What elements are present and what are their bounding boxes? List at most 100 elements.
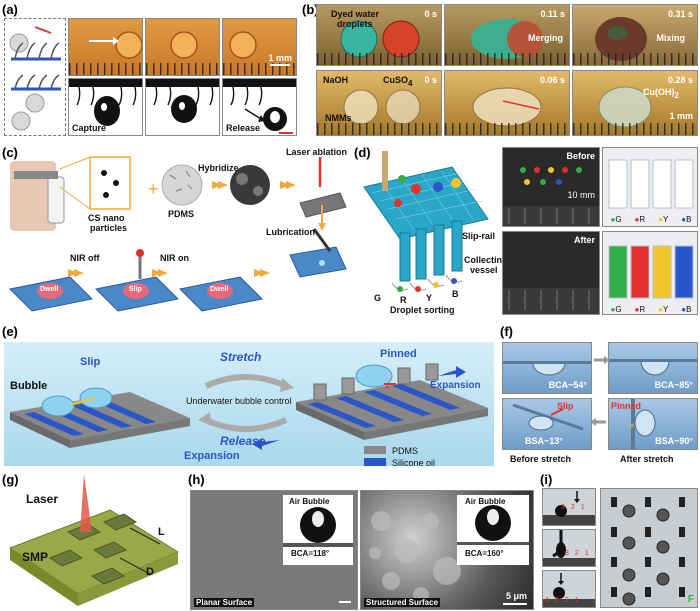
- panel-i-array: F: [600, 488, 698, 608]
- panel-c-cs1: CS nano: [88, 213, 125, 223]
- panel-c-label: (c): [2, 145, 18, 160]
- panel-b-cuoh: Cu(OH)2: [643, 87, 679, 100]
- panel-b-label: (b): [302, 2, 319, 17]
- panel-e-release: Release: [220, 434, 266, 448]
- panel-e-expansion-2: Expansion: [184, 450, 240, 462]
- panel-f: (f) BCA~54° BCA~85° Slip BSA~13° × Pinne…: [498, 322, 700, 468]
- panel-b-t5: 0.28 s: [667, 75, 693, 85]
- panel-a-schematic: [4, 18, 66, 136]
- microhair-schematic: [9, 26, 61, 131]
- panel-a: (a) 1 mm Capture Release: [0, 0, 297, 140]
- panel-h-bca2: BCA=160°: [465, 549, 504, 558]
- svg-text:+: +: [148, 179, 159, 199]
- panel-a-photo-5: [145, 78, 220, 136]
- panel-d-after: After: [573, 235, 595, 245]
- panel-h-scale-bar-2: [503, 603, 527, 605]
- panel-g-diagram: [8, 474, 180, 606]
- panel-d-r: R: [400, 295, 407, 305]
- panel-b-cuso4: CuSO4: [383, 75, 413, 88]
- panel-h: (h) Air Bubble BCA=118° Planar Surface A…: [186, 470, 536, 611]
- panel-e-stretch: Stretch: [220, 350, 262, 364]
- panel-h-planar: Air Bubble BCA=118° Planar Surface: [190, 490, 358, 610]
- panel-f-photo-4: × Pinned BSA~90°: [608, 398, 698, 450]
- panel-f-arrows: [590, 356, 610, 426]
- legend-r: ●R: [634, 305, 646, 314]
- panel-i-corner: F: [687, 594, 694, 605]
- panel-g-laser: Laser: [26, 492, 59, 506]
- panel-g-d: D: [146, 566, 154, 578]
- panel-e-pinned: Pinned: [380, 348, 417, 360]
- panel-b-photo-1: Dyed water droplets 0 s: [316, 4, 442, 66]
- panel-g-l: L: [158, 526, 165, 538]
- panel-h-scale-bar-1: [339, 601, 351, 603]
- panel-b-mixing: Mixing: [656, 33, 686, 43]
- panel-h-label: (h): [188, 472, 205, 487]
- panel-c-hybridize: Hybridize: [198, 163, 239, 173]
- svg-text:×: ×: [629, 421, 635, 432]
- panel-d-after-photo: After: [502, 231, 600, 315]
- panel-b-photo-5: 0.06 s: [444, 70, 570, 136]
- panel-c-cs2: particles: [90, 223, 128, 233]
- panel-b-t2: 0.31 s: [667, 9, 693, 19]
- panel-h-inset-1: Air Bubble BCA=118°: [283, 495, 353, 565]
- panel-i-label: (i): [540, 472, 553, 487]
- panel-f-photo-1: BCA~54°: [502, 342, 592, 394]
- panel-c-lubrication: Lubrication: [266, 227, 315, 237]
- legend-b: ●B: [681, 215, 692, 224]
- panel-e-legend-oil: Silicone oil: [392, 458, 436, 468]
- panel-c-dwell-2: Dwell: [210, 286, 229, 293]
- panel-b-t1: 0.11 s: [540, 9, 565, 19]
- panel-b-photo-4: NaOH CuSO4 0 s NMMs: [316, 70, 442, 136]
- panel-d-collecting-2: vessel: [470, 265, 498, 275]
- panel-h-inset-2: Air Bubble BCA=160°: [457, 495, 529, 565]
- panel-d-y: Y: [426, 293, 433, 303]
- panel-h-bca1: BCA=118°: [291, 549, 330, 558]
- panel-f-bsa2: BSA~90°: [655, 436, 693, 446]
- panel-c-nir-off: NIR off: [70, 253, 100, 263]
- panel-a-photo-3: 1 mm: [222, 18, 297, 76]
- panel-e: (e) × Bubble Slip Stretch Underwater bub…: [0, 322, 496, 468]
- panel-h-planar-label: Planar Surface: [194, 598, 255, 607]
- panel-b-photo-2: 0.11 s Merging: [444, 4, 570, 66]
- panel-a-release: Release: [226, 123, 261, 133]
- panel-c-diagram: +: [8, 156, 347, 312]
- legend-y: ●Y: [658, 305, 669, 314]
- panel-g-label: (g): [2, 472, 19, 487]
- panel-b-photo-3: 0.31 s Mixing: [572, 4, 698, 66]
- panel-b-merging: Merging: [528, 33, 563, 43]
- panel-a-scale-bar: [270, 64, 290, 66]
- panel-d-before: Before: [566, 151, 595, 161]
- panel-a-photo-4: Capture: [68, 78, 143, 136]
- panel-d-g: G: [374, 293, 382, 303]
- panel-a-label: (a): [2, 2, 18, 17]
- panel-e-control: Underwater bubble control: [186, 396, 292, 406]
- panel-d-b: B: [452, 289, 459, 299]
- panel-b-dyed: Dyed water: [331, 9, 380, 19]
- panel-c-dwell-1: Dwell: [40, 286, 59, 293]
- panel-g: (g) Laser SMP L D: [0, 470, 185, 611]
- panel-f-before: Before stretch: [510, 454, 572, 464]
- panel-d-label: (d): [354, 145, 371, 160]
- panel-d-legend-before: ●G ●R ●Y ●B: [604, 215, 698, 224]
- panel-b-t0: 0 s: [424, 9, 437, 19]
- panel-e-expansion-1: Expansion: [430, 380, 481, 391]
- panel-d-before-photo: Before 10 mm: [502, 147, 600, 227]
- panel-e-slip: Slip: [80, 356, 101, 368]
- panel-f-after: After stretch: [620, 454, 674, 464]
- panel-d-after-vessels: [602, 231, 698, 315]
- legend-y: ●Y: [658, 215, 669, 224]
- panel-c-laser: Laser ablation: [286, 147, 348, 157]
- panel-g-smp: SMP: [22, 550, 49, 564]
- panel-d-slip-rail: Slip-rail: [462, 231, 496, 241]
- panel-h-air2: Air Bubble: [465, 497, 506, 506]
- panel-e-diagram: ×: [10, 363, 488, 466]
- panel-f-photo-2: BCA~85°: [608, 342, 698, 394]
- panel-h-air1: Air Bubble: [289, 497, 330, 506]
- panel-h-scale: 5 μm: [505, 591, 527, 601]
- panel-h-structured: Air Bubble BCA=160° Structured Surface 5…: [360, 490, 534, 610]
- panel-a-photo-2: [145, 18, 220, 76]
